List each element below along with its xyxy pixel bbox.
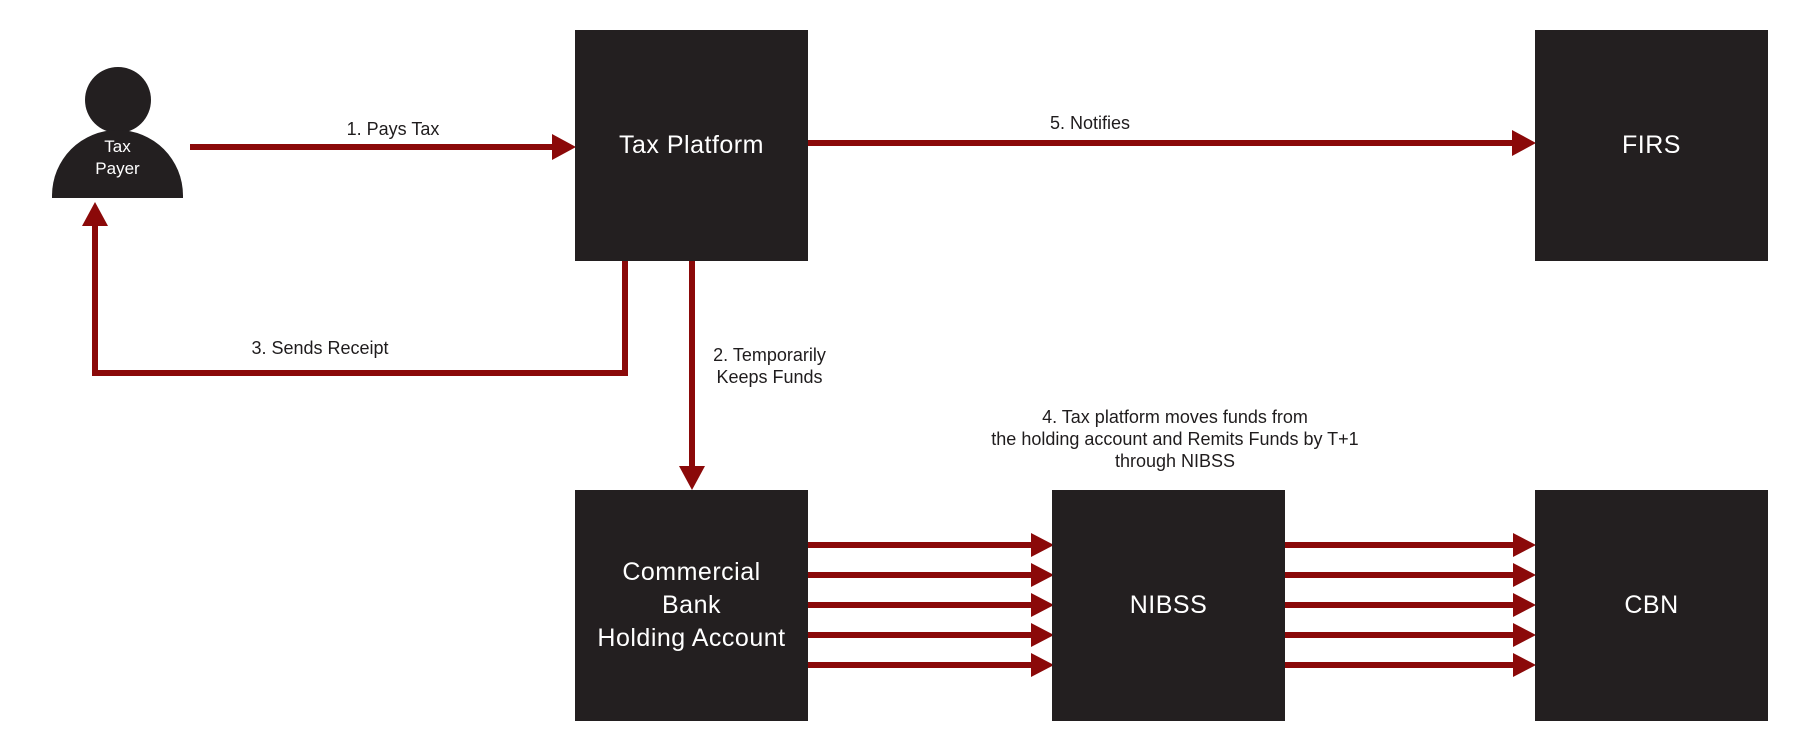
keeps-funds-arrow (679, 260, 705, 490)
pays-tax-arrow (190, 134, 576, 160)
nibss-to-cbn-arrow-5 (1285, 653, 1536, 677)
commercial-bank-label-line3: Holding Account (597, 624, 786, 652)
keeps-funds-label: 2. Temporarily Keeps Funds (672, 344, 867, 388)
nibss-to-cbn-arrow-1 (1285, 533, 1536, 557)
nibss-to-cbn-arrow-4 (1285, 623, 1536, 647)
keeps-funds-label-line1: 2. Temporarily (713, 345, 826, 365)
nibss-label: NIBSS (1129, 591, 1208, 619)
tax-platform-node: Tax Platform (575, 30, 808, 261)
bank-to-nibss-arrow-5 (808, 653, 1054, 677)
firs-node: FIRS (1535, 30, 1768, 261)
notifies-label: 5. Notifies (1049, 113, 1131, 133)
sends-receipt-label: 3. Sends Receipt (251, 338, 389, 358)
cbn-node: CBN (1535, 490, 1768, 721)
remits-funds-label: 4. Tax platform moves funds from the hol… (915, 406, 1435, 472)
tax-platform-label: Tax Platform (619, 131, 764, 159)
firs-label: FIRS (1622, 131, 1681, 159)
tax-payer-label-line1: Tax (104, 137, 131, 156)
keeps-funds-label-line2: Keeps Funds (716, 367, 823, 387)
bank-to-nibss-arrow-1 (808, 533, 1054, 557)
nibss-node: NIBSS (1052, 490, 1285, 721)
bank-to-nibss-arrow-2 (808, 563, 1054, 587)
sends-receipt-arrow (82, 202, 628, 376)
commercial-bank-label-line2: Bank (662, 591, 721, 619)
tax-payer-label-line2: Payer (95, 159, 140, 178)
pays-tax-label: 1. Pays Tax (346, 119, 440, 139)
person-head-icon (85, 67, 151, 133)
tax-payer-label: Tax Payer (52, 136, 183, 180)
bank-to-nibss-arrow-3 (808, 593, 1054, 617)
nibss-to-cbn-arrow-2 (1285, 563, 1536, 587)
remits-funds-label-line2: the holding account and Remits Funds by … (991, 429, 1359, 449)
cbn-label: CBN (1624, 591, 1679, 619)
nibss-to-cbn-arrow-3 (1285, 593, 1536, 617)
commercial-bank-node: Commercial Bank Holding Account (575, 490, 808, 721)
remits-funds-label-line3: through NIBSS (1114, 451, 1236, 471)
commercial-bank-label-line1: Commercial (622, 558, 761, 586)
bank-to-nibss-arrow-4 (808, 623, 1054, 647)
remits-funds-label-line1: 4. Tax platform moves funds from (1042, 407, 1308, 427)
notifies-arrow (808, 130, 1536, 156)
